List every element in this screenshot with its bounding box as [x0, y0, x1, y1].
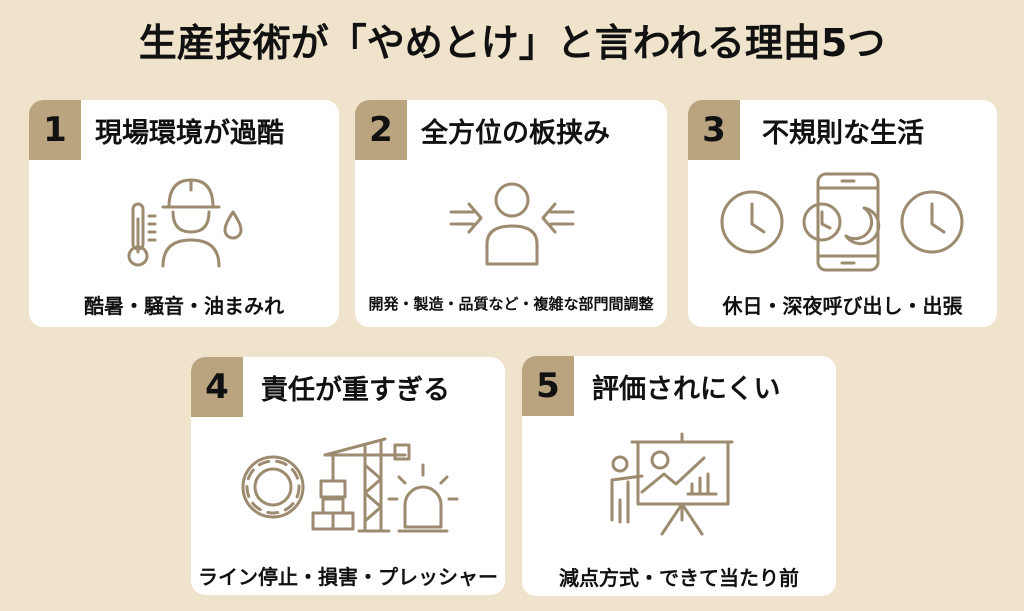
- reason-card-2: 2 全方位の板挟み 開発・製造・品質など・複雑な部門間調整: [355, 100, 667, 327]
- worker-heat-icon: [121, 174, 251, 274]
- page-title: 生産技術が「やめとけ」と言われる理由5つ: [138, 21, 886, 65]
- reason-number-badge: 1: [29, 100, 81, 160]
- reason-number-badge: 4: [191, 357, 243, 417]
- reason-number-badge: 5: [522, 356, 574, 416]
- clocks-phone-icon: [718, 170, 968, 274]
- reason-heading: 評価されにくい: [592, 373, 781, 405]
- reason-number-badge: 2: [355, 100, 407, 160]
- gear-crane-alarm-icon: [233, 435, 463, 539]
- reason-card-1: 1 現場環境が過酷 酷暑・騒音・油まみれ: [29, 100, 339, 327]
- reason-heading: 全方位の板挟み: [421, 117, 610, 149]
- reason-heading: 現場環境が過酷: [95, 117, 284, 149]
- reason-number-badge: 3: [688, 100, 740, 160]
- reason-caption: 開発・製造・品質など・複雑な部門間調整: [368, 295, 654, 313]
- person-pressured-icon: [447, 178, 577, 270]
- reason-card-5: 5 評価されにくい 減点方式・できて当たり前: [522, 356, 836, 596]
- reason-heading: 不規則な生活: [762, 117, 924, 149]
- presentation-icon: [608, 430, 738, 540]
- reason-caption: 減点方式・できて当たり前: [559, 566, 799, 590]
- reason-caption: 酷暑・騒音・油まみれ: [84, 294, 284, 318]
- reason-heading: 責任が重すぎる: [261, 374, 450, 406]
- reason-card-3: 3 不規則な生活 休日・深夜呼び出し・出張: [688, 100, 997, 327]
- reason-card-4: 4 責任が重すぎる ライン停止・損害・プレッシャー: [191, 357, 505, 595]
- reason-caption: ライン停止・損害・プレッシャー: [198, 565, 498, 589]
- reason-caption: 休日・深夜呼び出し・出張: [722, 294, 963, 318]
